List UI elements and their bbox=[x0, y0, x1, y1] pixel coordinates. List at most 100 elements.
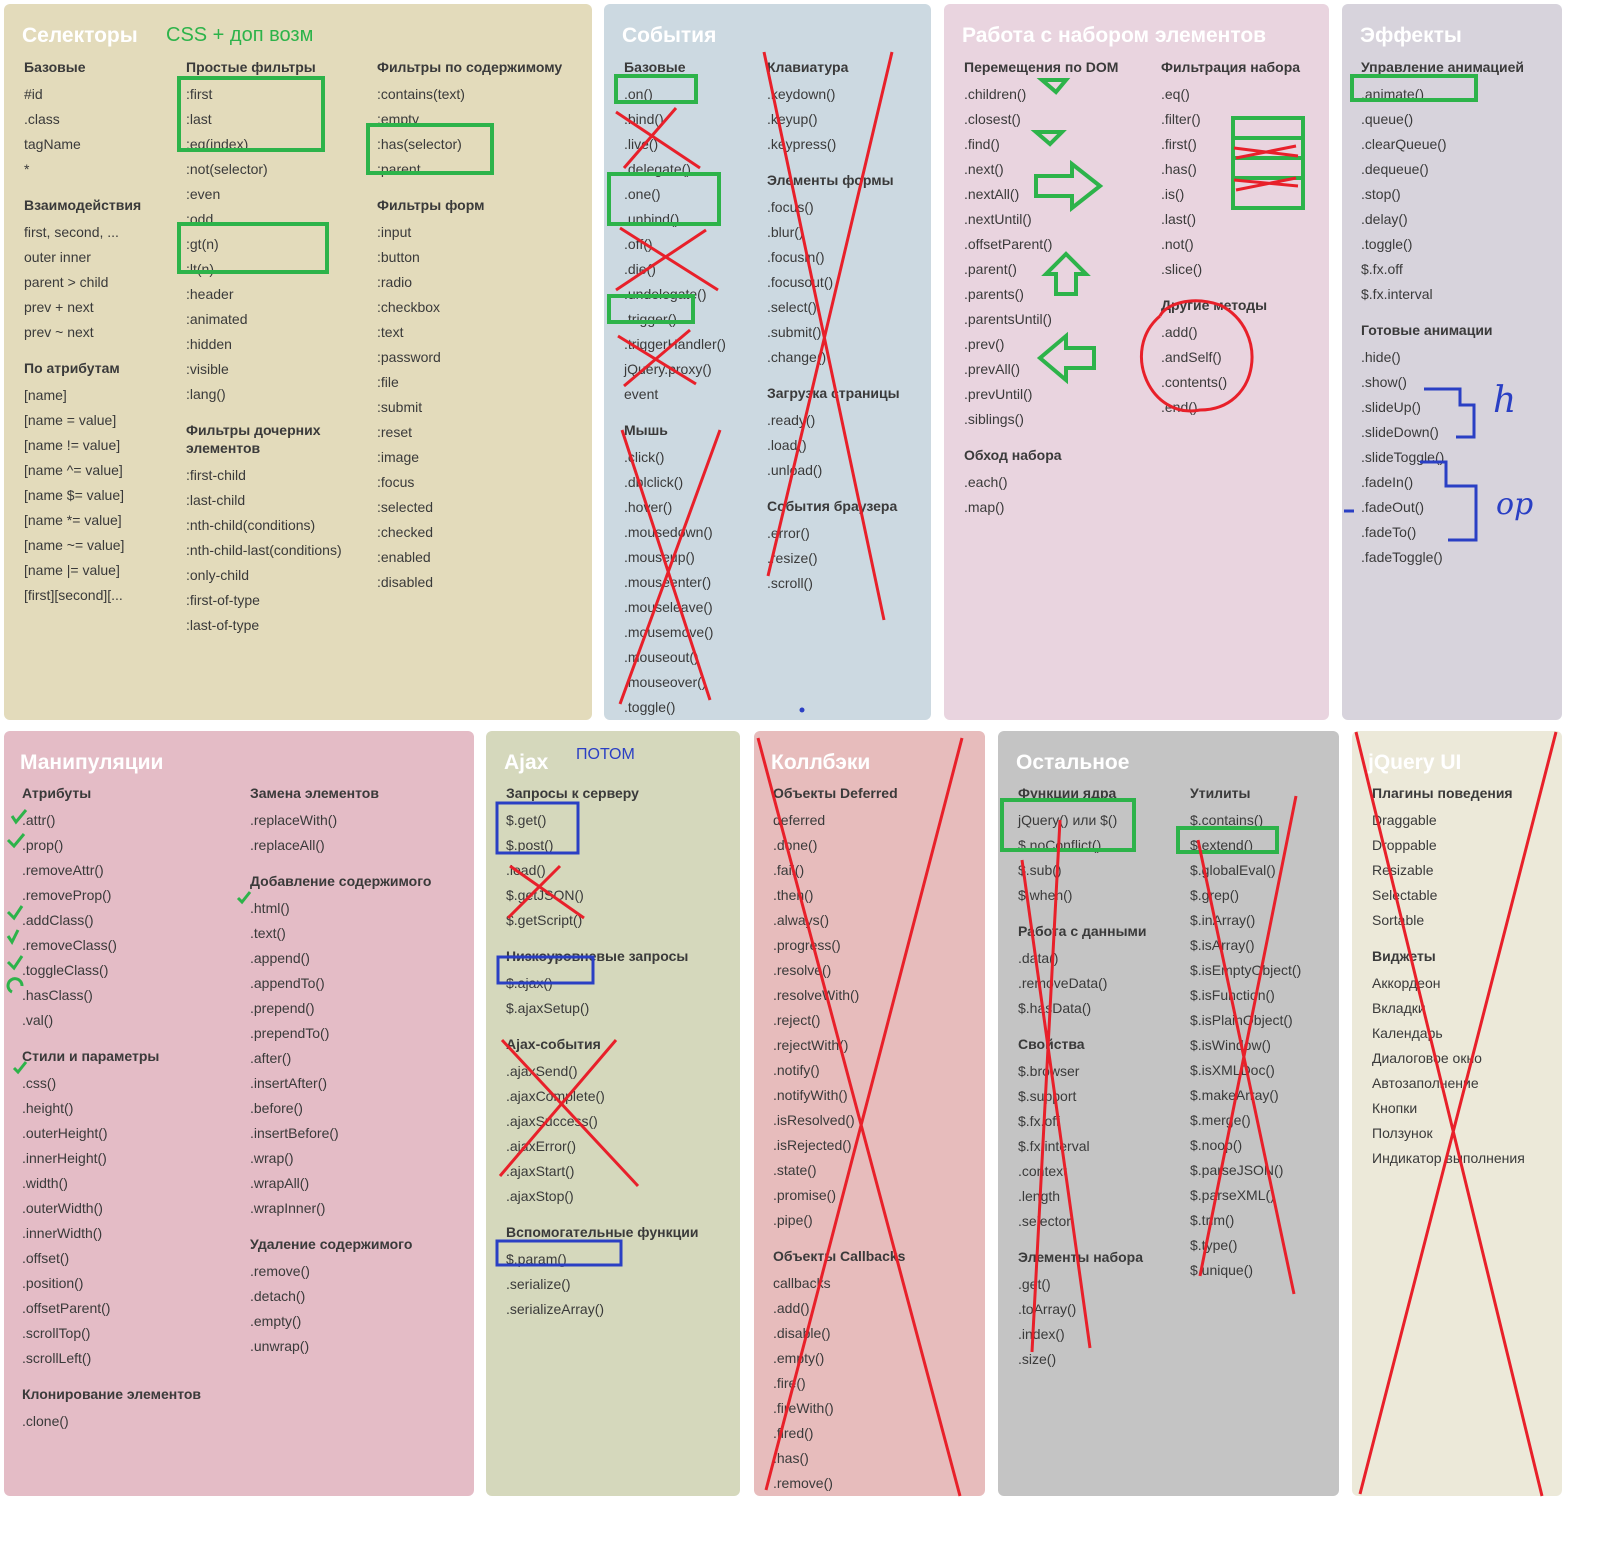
panel-effects: Эффекты Управление анимацией.animate().q… bbox=[1342, 4, 1562, 720]
api-item: :hidden bbox=[186, 336, 232, 352]
api-item: .load() bbox=[506, 862, 546, 878]
panel-selectors: Селекторы CSS + доп возм Базовые#id.clas… bbox=[4, 4, 592, 720]
api-item: #id bbox=[24, 86, 43, 102]
api-item: .removeProp() bbox=[22, 887, 112, 903]
api-item: .die() bbox=[624, 261, 656, 277]
column: Запросы к серверу$.get()$.post().load()$… bbox=[506, 784, 736, 1322]
api-item: .not() bbox=[1161, 236, 1194, 252]
api-item: .notify() bbox=[773, 1062, 820, 1078]
api-item: .remove() bbox=[773, 1475, 833, 1491]
api-item: $.noop() bbox=[1190, 1137, 1243, 1153]
api-item: Диалоговое окно bbox=[1372, 1050, 1482, 1066]
api-item: event bbox=[624, 386, 659, 402]
column: Управление анимацией.animate().queue().c… bbox=[1361, 58, 1556, 570]
section-gap bbox=[767, 483, 927, 497]
api-item: .context bbox=[1018, 1163, 1068, 1179]
api-item: :visible bbox=[186, 361, 229, 377]
api-item: :has(selector) bbox=[377, 136, 462, 152]
api-item: [name *= value] bbox=[24, 512, 122, 528]
panel-title: События bbox=[622, 24, 717, 47]
api-item: .notifyWith() bbox=[773, 1087, 848, 1103]
section-heading: Вспомогательные функции bbox=[506, 1224, 699, 1240]
api-item: .first() bbox=[1161, 136, 1197, 152]
section-heading: Базовые bbox=[24, 59, 86, 75]
api-item: .animate() bbox=[1361, 86, 1425, 102]
api-item: :reset bbox=[377, 424, 413, 440]
section-gap bbox=[22, 1033, 222, 1047]
api-item: :last-child bbox=[186, 492, 246, 508]
api-item: .wrap() bbox=[250, 1150, 294, 1166]
api-item: $.isWindow() bbox=[1190, 1037, 1271, 1053]
section-gap bbox=[250, 1221, 465, 1235]
api-item: .mouseout() bbox=[624, 649, 699, 665]
api-item: $.type() bbox=[1190, 1237, 1238, 1253]
api-item: .focusin() bbox=[767, 249, 825, 265]
section-gap bbox=[773, 1233, 978, 1247]
api-item: .fadeTo() bbox=[1361, 524, 1417, 540]
api-item: .fireWith() bbox=[773, 1400, 834, 1416]
api-item: .nextUntil() bbox=[964, 211, 1032, 227]
api-item: .one() bbox=[624, 186, 661, 202]
api-item: .empty() bbox=[773, 1350, 825, 1366]
api-item: .mouseenter() bbox=[624, 574, 712, 590]
api-item: :contains(text) bbox=[377, 86, 465, 102]
api-item: .state() bbox=[773, 1162, 817, 1178]
api-item: .keypress() bbox=[767, 136, 837, 152]
api-item: .next() bbox=[964, 161, 1004, 177]
api-item: :checked bbox=[377, 524, 434, 540]
api-item: .stop() bbox=[1361, 186, 1401, 202]
section-heading: Функции ядра bbox=[1018, 785, 1117, 801]
api-item: .children() bbox=[964, 86, 1027, 102]
api-item: :not(selector) bbox=[186, 161, 268, 177]
section-gap bbox=[1018, 1234, 1178, 1248]
section-heading: Фильтры по содержимому bbox=[377, 59, 563, 75]
api-item: $.isArray() bbox=[1190, 937, 1255, 953]
api-item: .resolveWith() bbox=[773, 987, 860, 1003]
api-item: .click() bbox=[624, 449, 665, 465]
api-item: .hide() bbox=[1361, 349, 1401, 365]
api-item: [name] bbox=[24, 387, 67, 403]
api-item: .is() bbox=[1161, 186, 1185, 202]
api-item: :selected bbox=[377, 499, 434, 515]
api-item: .keydown() bbox=[767, 86, 836, 102]
api-item: .hover() bbox=[624, 499, 673, 515]
api-item: .before() bbox=[250, 1100, 303, 1116]
api-item: .innerHeight() bbox=[22, 1150, 107, 1166]
api-item: $.trim() bbox=[1190, 1212, 1235, 1228]
api-item: .prepend() bbox=[250, 1000, 315, 1016]
section-heading: Удаление содержимого bbox=[250, 1236, 413, 1252]
api-item: $.makeArray() bbox=[1190, 1087, 1279, 1103]
api-item: deferred bbox=[773, 812, 826, 828]
section-heading: Элементы набора bbox=[1018, 1249, 1144, 1265]
api-item: $.when() bbox=[1018, 887, 1073, 903]
api-item: .mouseleave() bbox=[624, 599, 713, 615]
api-item: .slice() bbox=[1161, 261, 1203, 277]
api-item: .removeData() bbox=[1018, 975, 1108, 991]
api-item: .outerHeight() bbox=[22, 1125, 108, 1141]
api-item: .selector bbox=[1018, 1213, 1071, 1229]
api-item: :text bbox=[377, 324, 404, 340]
api-item: .slideUp() bbox=[1361, 399, 1421, 415]
section-gap bbox=[624, 407, 764, 421]
api-item: .prevUntil() bbox=[964, 386, 1033, 402]
api-item: .fail() bbox=[773, 862, 805, 878]
api-item: .replaceAll() bbox=[250, 837, 325, 853]
api-item: :checkbox bbox=[377, 299, 441, 315]
api-item: $.fx.off bbox=[1018, 1113, 1060, 1129]
api-item: :password bbox=[377, 349, 441, 365]
api-item: [name $= value] bbox=[24, 487, 125, 503]
api-item: .dblclick() bbox=[624, 474, 684, 490]
api-item: :empty bbox=[377, 111, 420, 127]
api-item: :parent bbox=[377, 161, 421, 177]
api-item: jQuery() или $() bbox=[1018, 812, 1118, 828]
api-item: .resize() bbox=[767, 550, 818, 566]
api-item: .appendTo() bbox=[250, 975, 325, 991]
api-item: .submit() bbox=[767, 324, 822, 340]
api-item: .toArray() bbox=[1018, 1301, 1077, 1317]
api-item: :eq(index) bbox=[186, 136, 249, 152]
api-item: .mouseup() bbox=[624, 549, 695, 565]
section-heading: По атрибутам bbox=[24, 360, 120, 376]
panel-title: Работа с набором элементов bbox=[962, 24, 1267, 47]
api-item: $.hasData() bbox=[1018, 1000, 1092, 1016]
